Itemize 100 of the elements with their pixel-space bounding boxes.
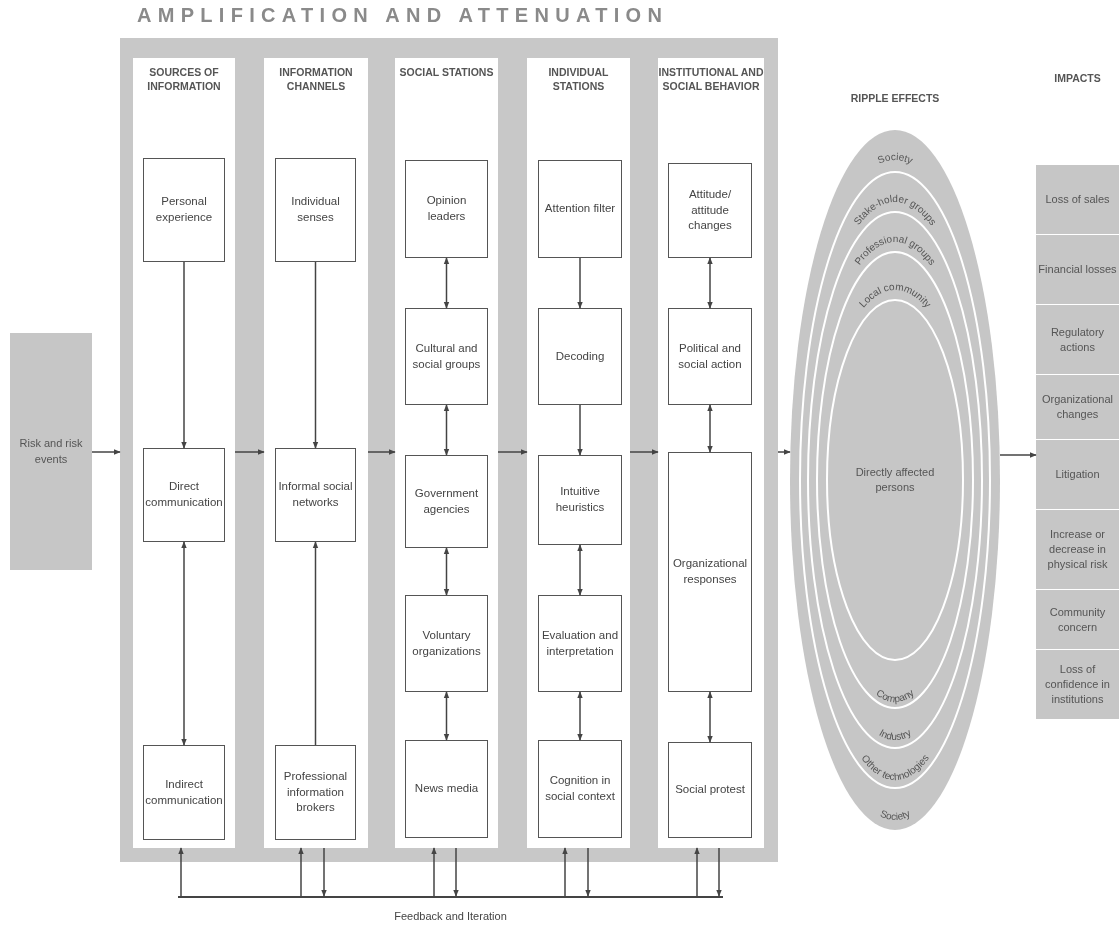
arrow xyxy=(181,541,187,746)
box-label: Government agencies xyxy=(413,486,480,517)
box-label: Loss of sales xyxy=(1045,192,1110,207)
arrow xyxy=(999,452,1037,458)
impact-cell xyxy=(1036,375,1119,440)
arrow xyxy=(234,449,265,455)
arrow xyxy=(431,847,437,897)
process-box xyxy=(538,740,622,838)
box-label: Personal experience xyxy=(154,194,214,225)
arrow xyxy=(777,449,791,455)
ring-label: Society xyxy=(875,150,915,166)
impact-cell xyxy=(1036,305,1119,375)
box-label: News media xyxy=(414,781,479,797)
box-label: Evaluation and interpretation xyxy=(541,628,619,659)
process-box xyxy=(668,163,752,258)
box-label: Individual senses xyxy=(290,194,341,225)
panel-title: AMPLIFICATION AND ATTENUATION xyxy=(137,4,669,27)
stage-column xyxy=(264,58,368,848)
column-heading: SOCIAL STATIONS xyxy=(398,66,495,80)
section-heading: RIPPLE EFFECTS xyxy=(849,92,941,106)
box-label: Voluntary organizations xyxy=(411,628,482,659)
stage-column xyxy=(658,58,764,848)
arrow xyxy=(178,847,184,897)
box-label: Opinion leaders xyxy=(425,193,468,224)
box-label: Regulatory actions xyxy=(1049,324,1106,355)
arrow xyxy=(298,847,304,897)
ring-label: Company xyxy=(874,687,916,705)
box-label: Financial losses xyxy=(1038,262,1117,277)
arrow xyxy=(577,257,583,309)
arrow xyxy=(443,691,450,741)
impact-cell xyxy=(1036,590,1119,650)
box-label: Decoding xyxy=(555,348,605,364)
box-label: Community concern xyxy=(1048,604,1107,635)
process-box xyxy=(275,448,356,542)
box-label: Litigation xyxy=(1055,467,1100,482)
process-box xyxy=(143,158,225,262)
arrow xyxy=(707,691,713,743)
box-label: Organizational changes xyxy=(1041,392,1114,422)
arrow xyxy=(716,847,722,897)
column-heading: SOURCES OF INFORMATION xyxy=(146,66,222,94)
process-box xyxy=(405,160,488,258)
arrow xyxy=(562,847,568,897)
box-label: Professional information brokers xyxy=(282,769,349,816)
box-label: Political and social action xyxy=(677,341,743,372)
process-box xyxy=(668,742,752,838)
box-label: Informal social networks xyxy=(278,479,353,510)
box-label: Loss of confidence in institutions xyxy=(1044,662,1111,707)
box-label: Organizational responses xyxy=(671,556,749,587)
arrow xyxy=(585,847,591,897)
process-box xyxy=(143,448,225,542)
process-box xyxy=(668,452,752,692)
box-label: Indirect communication xyxy=(145,777,223,808)
arrow xyxy=(181,261,187,449)
arrow xyxy=(707,404,713,453)
process-box xyxy=(538,595,622,692)
arrow xyxy=(694,847,700,897)
ring-label: Directly affected persons xyxy=(855,464,935,495)
arrow xyxy=(91,449,121,455)
arrow xyxy=(312,261,319,449)
process-box xyxy=(405,455,488,548)
ring-ellipse xyxy=(799,171,991,789)
stage-column xyxy=(133,58,235,848)
column-heading: INDIVIDUAL STATIONS xyxy=(547,66,610,94)
process-box xyxy=(275,158,356,262)
box-label: Increase or decrease in physical risk xyxy=(1046,527,1109,572)
box-label: Cultural and social groups xyxy=(411,341,482,372)
impact-cell xyxy=(1036,165,1119,235)
arrow xyxy=(707,257,713,309)
process-box xyxy=(275,745,356,840)
column-heading: INSTITUTIONAL AND SOCIAL BEHAVIOR xyxy=(658,66,764,94)
process-box xyxy=(538,308,622,405)
arrow xyxy=(321,847,327,897)
stage-column xyxy=(527,58,630,848)
box-label: Intuitive heuristics xyxy=(554,484,606,515)
arrow xyxy=(443,404,450,456)
box-label: Attitude/ attitude changes xyxy=(687,187,733,234)
stage-column xyxy=(395,58,498,848)
arrow xyxy=(629,449,659,455)
feedback-label: Feedback and Iteration xyxy=(394,910,507,922)
process-box xyxy=(538,160,622,258)
impact-cell xyxy=(1036,440,1119,510)
process-box xyxy=(405,595,488,692)
process-box xyxy=(405,308,488,405)
arrow xyxy=(453,847,459,897)
arrow xyxy=(577,404,583,456)
process-box xyxy=(143,745,225,840)
arrow xyxy=(367,449,396,455)
impact-cell xyxy=(1036,510,1119,590)
risk-events-box xyxy=(10,333,92,570)
arrow xyxy=(577,691,583,741)
process-box xyxy=(668,308,752,405)
impact-cell xyxy=(1036,235,1119,305)
process-box xyxy=(405,740,488,838)
box-label: Cognition in social context xyxy=(544,773,616,804)
impact-cell xyxy=(1036,650,1119,720)
process-box xyxy=(538,455,622,545)
box-label: Risk and risk events xyxy=(18,436,84,467)
arrow xyxy=(497,449,528,455)
section-heading: IMPACTS xyxy=(1053,72,1102,86)
arrow xyxy=(577,544,583,596)
